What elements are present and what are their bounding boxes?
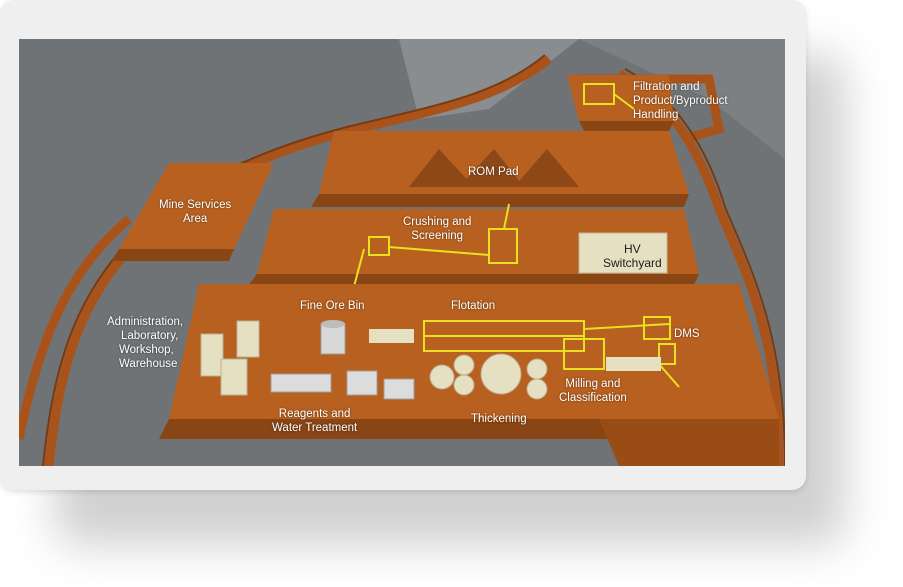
filtration-equipment bbox=[583, 83, 635, 110]
label-milling: Milling and Classification bbox=[559, 378, 627, 404]
label-flotation: Flotation bbox=[451, 300, 496, 312]
site-render-svg bbox=[19, 39, 785, 466]
terrain-ridge bbox=[399, 39, 579, 119]
label-mine-services: Mine Services Area bbox=[159, 199, 232, 225]
thickeners bbox=[429, 353, 548, 400]
label-rom-pad: ROM Pad bbox=[468, 166, 519, 178]
hv-switchyard-building bbox=[578, 232, 668, 274]
label-thickening: Thickening bbox=[471, 413, 527, 425]
plant-layout-render: Filtration and Product/Byproduct Handlin… bbox=[19, 39, 785, 466]
label-reagents: Reagents and Water Treatment bbox=[272, 408, 358, 434]
label-fine-ore-bin: Fine Ore Bin bbox=[300, 300, 365, 312]
label-crushing: Crushing and Screening bbox=[403, 216, 472, 242]
label-hv-switchyard: HV Switchyard bbox=[603, 242, 662, 270]
reagent-tanks bbox=[270, 370, 415, 400]
admin-buildings bbox=[200, 320, 260, 396]
mine-services-pad bbox=[119, 163, 274, 249]
terrain-slope bbox=[579, 39, 785, 159]
fine-ore-bin bbox=[320, 323, 346, 355]
label-dms: DMS bbox=[674, 328, 700, 340]
label-filtration: Filtration and Product/Byproduct Handlin… bbox=[633, 81, 728, 121]
flotation-equipment bbox=[423, 316, 671, 352]
label-admin: Administration, Laboratory, Workshop, Wa… bbox=[107, 316, 184, 370]
milling-equipment bbox=[563, 338, 680, 388]
figure-card: Filtration and Product/Byproduct Handlin… bbox=[0, 0, 806, 490]
